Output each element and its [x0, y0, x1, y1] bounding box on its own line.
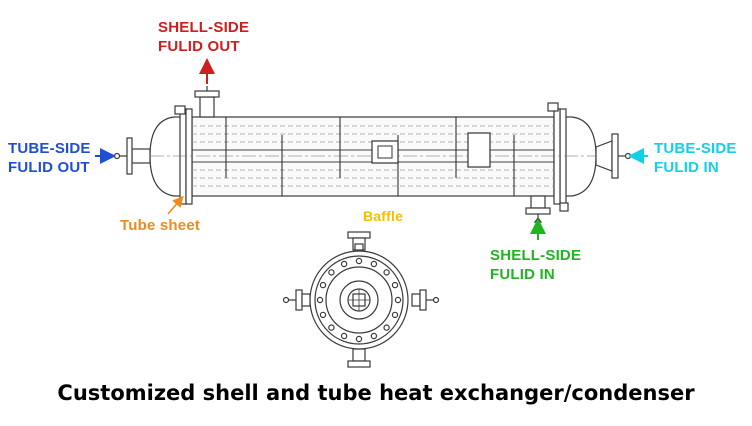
tube-out-nozzle [113, 137, 151, 175]
baffle-label: Baffle [363, 207, 403, 226]
tube-side-in-label: TUBE-SIDE FULID IN [654, 139, 737, 177]
tube-sheet-label: Tube sheet [120, 216, 200, 235]
shell-out-nozzle [174, 86, 220, 118]
bolt-hole [328, 324, 335, 331]
side-view [113, 86, 632, 223]
bolt-hole [355, 335, 363, 343]
shell-in-line2: FULID IN [490, 266, 555, 283]
tube-sheet-pointer [167, 195, 184, 215]
bolt-hole [319, 281, 327, 289]
shell-out-line2: FULID OUT [158, 38, 240, 55]
bolt-hole [370, 332, 378, 340]
bolt-holes [316, 257, 402, 343]
left-tube-sheet [179, 108, 187, 205]
end-view [282, 231, 440, 368]
shell-in-line1: SHELL-SIDE [490, 247, 582, 264]
baffle-text: Baffle [363, 208, 404, 224]
tube-in-line2: FULID IN [654, 159, 719, 176]
bolt-hole [340, 260, 348, 268]
shell-side-in-label: SHELL-SIDE FULID IN [490, 246, 581, 284]
tube-out-line1: TUBE-SIDE [8, 140, 91, 157]
left-flange [185, 108, 193, 205]
bolt-hole [394, 296, 402, 304]
bolt-hole [316, 296, 324, 304]
shell-out-line1: SHELL-SIDE [158, 19, 250, 36]
flow-arrows [95, 58, 648, 240]
bolt-hole [340, 332, 348, 340]
bolt-hole [355, 257, 363, 265]
tube-in-line1: TUBE-SIDE [654, 140, 737, 157]
bolt-hole [319, 311, 327, 319]
tube-in-nozzle [595, 133, 632, 179]
caption: Customized shell and tube heat exchanger… [57, 381, 695, 405]
tube-sheet-text: Tube sheet [120, 217, 201, 234]
bolt-hole [391, 311, 399, 319]
shell-side-out-label: SHELL-SIDE FULID OUT [158, 18, 249, 56]
bolt-hole [383, 324, 390, 331]
bolt-hole [328, 269, 335, 276]
bolt-hole [370, 260, 378, 268]
right-head [571, 116, 597, 197]
bolt-hole [391, 281, 399, 289]
bolt-hole [383, 269, 390, 276]
right-flange [553, 108, 561, 205]
tube-side-out-label: TUBE-SIDE FULID OUT [8, 139, 91, 177]
right-tube-sheet [559, 108, 567, 205]
left-head [149, 116, 175, 197]
tube-out-line2: FULID OUT [8, 159, 90, 176]
